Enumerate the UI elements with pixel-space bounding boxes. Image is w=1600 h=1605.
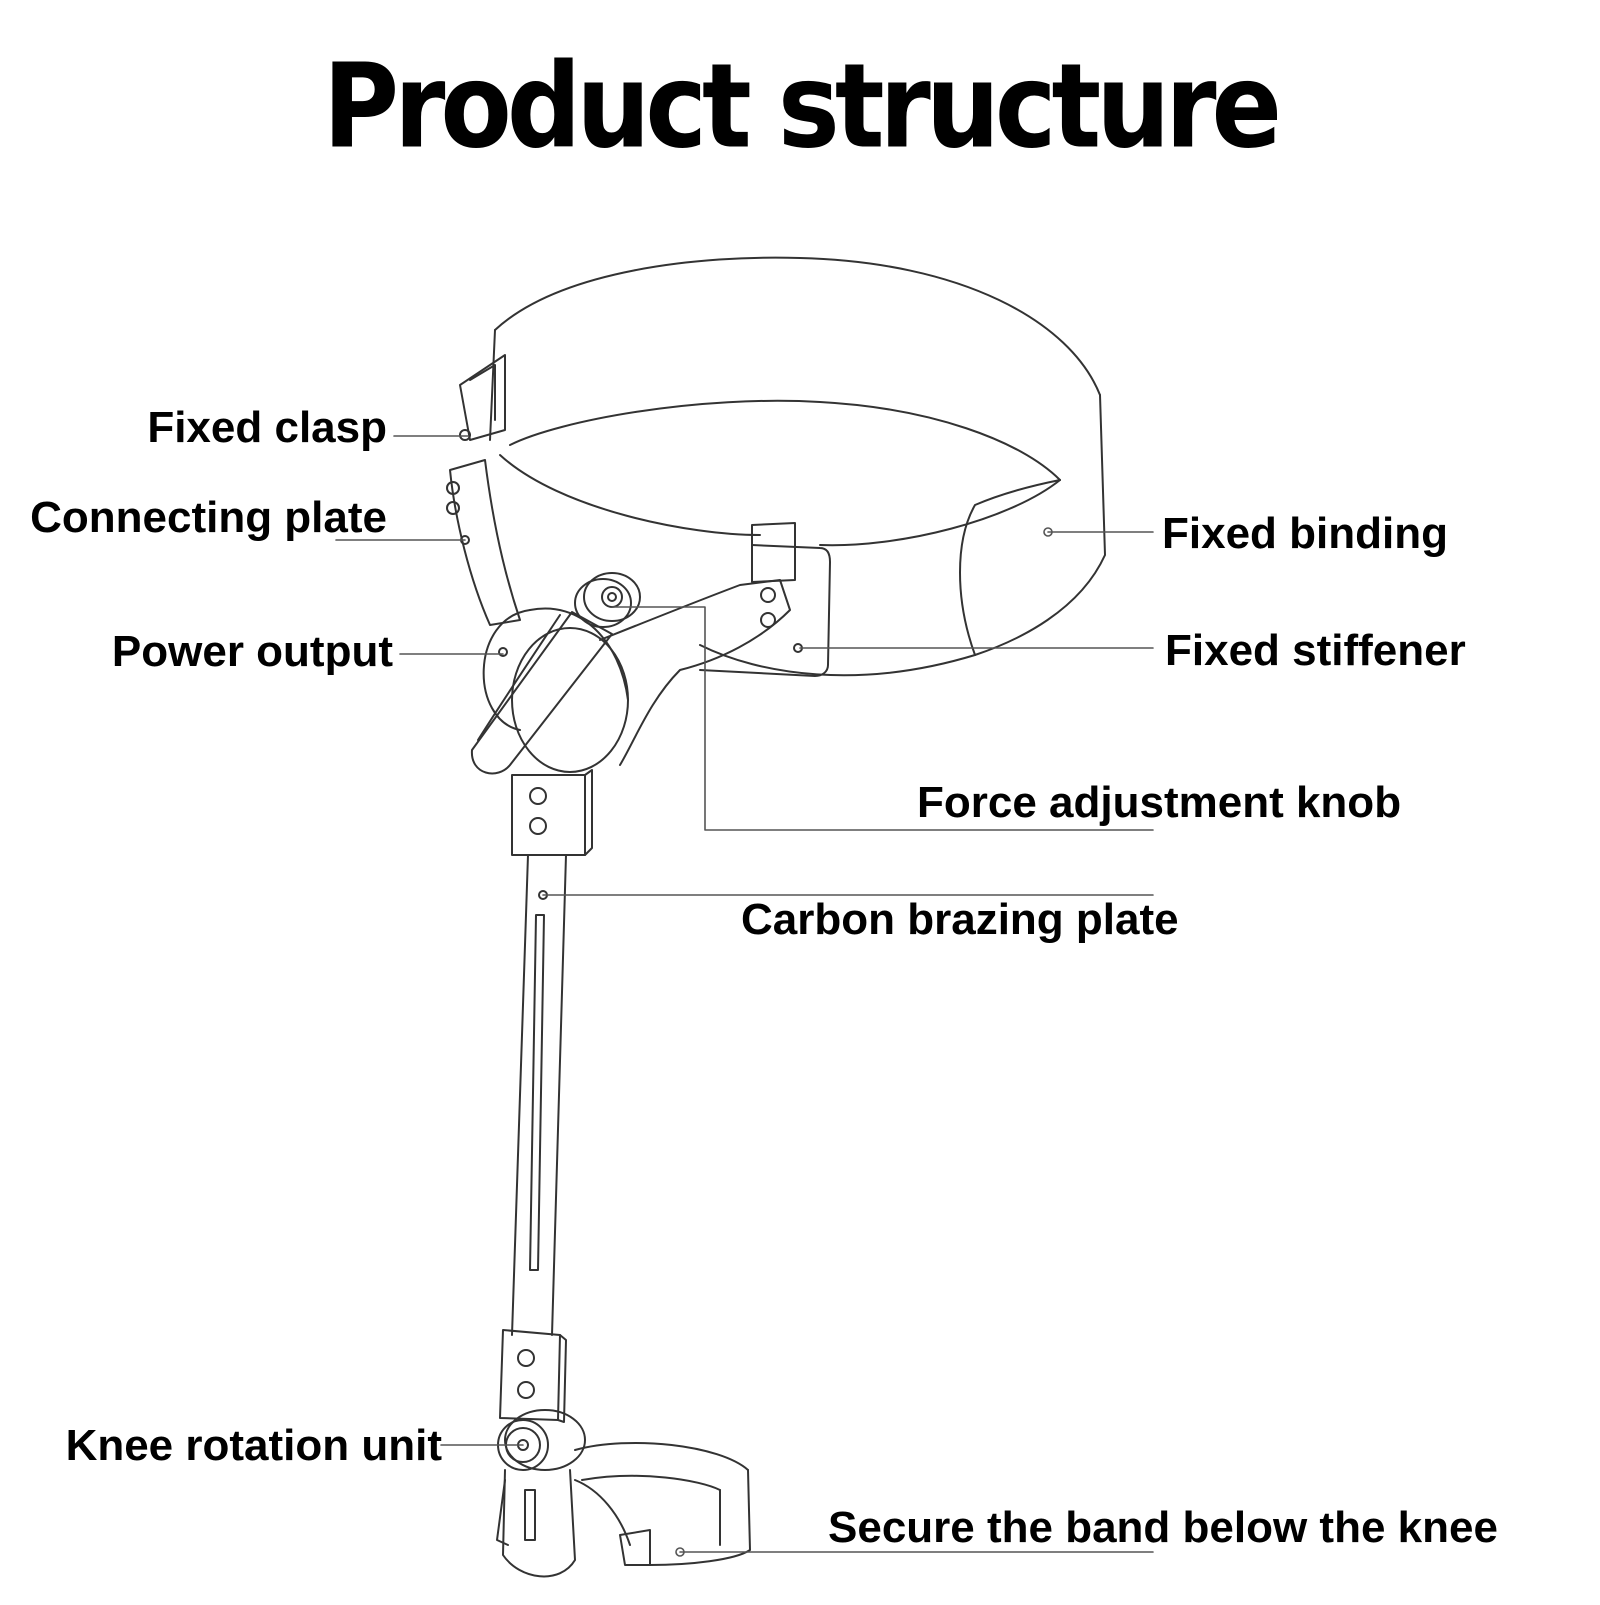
leader-force-knob <box>611 606 1154 831</box>
label-carbon-brazing-plate: Carbon brazing plate <box>741 895 1179 944</box>
page-title: Product structure <box>322 38 1282 175</box>
hip-joint <box>482 579 791 773</box>
waist-belt <box>489 256 1106 677</box>
connecting-plate <box>446 459 521 626</box>
label-force-adjustment-knob: Force adjustment knob <box>917 778 1402 827</box>
label-secure-band: Secure the band below the knee <box>828 1503 1498 1552</box>
force-knob <box>574 572 641 628</box>
label-fixed-stiffener: Fixed stiffener <box>1165 626 1466 675</box>
carbon-bar <box>511 854 567 1336</box>
label-knee-rotation-unit: Knee rotation unit <box>65 1421 442 1470</box>
label-connecting-plate: Connecting plate <box>30 493 387 542</box>
label-fixed-clasp: Fixed clasp <box>147 403 387 452</box>
knee-unit <box>496 1409 586 1578</box>
label-fixed-binding: Fixed binding <box>1162 509 1448 558</box>
label-power-output: Power output <box>111 627 393 676</box>
leader-lines <box>335 435 1154 1557</box>
fixed-clasp <box>459 354 506 441</box>
leg-band <box>574 1442 751 1566</box>
lower-clamp <box>499 1329 567 1423</box>
upper-clamp <box>511 769 593 856</box>
lever <box>470 611 613 775</box>
